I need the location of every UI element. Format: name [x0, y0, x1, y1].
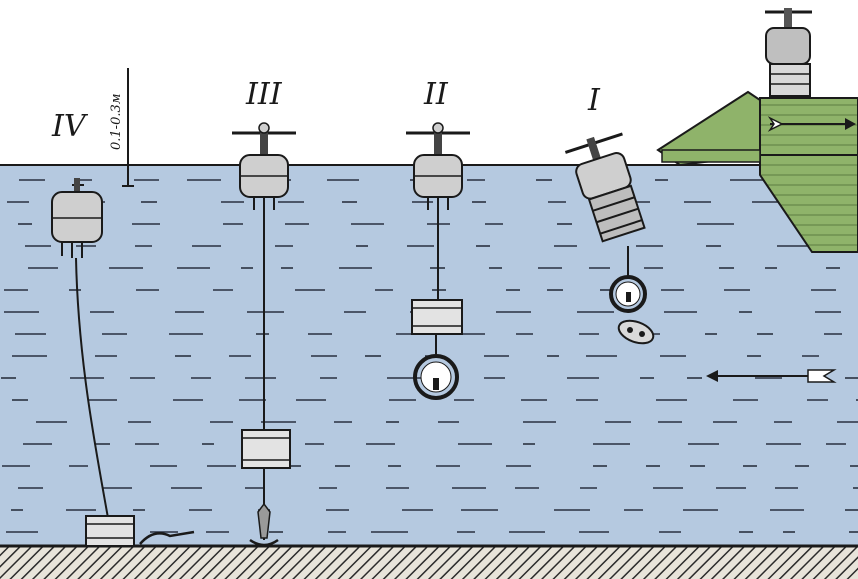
- depth-annotation: 0.1-0.3м: [109, 93, 124, 150]
- mine-stage-iv-anchor: [86, 516, 134, 546]
- mine-stage-iii-anchor: [242, 430, 290, 468]
- mine-stage-ii-anchor: [412, 300, 462, 334]
- stage-label-ii: II: [423, 77, 449, 112]
- stage-label-iv: IV: [51, 109, 89, 144]
- stage-label-i: I: [587, 83, 601, 118]
- seabed: [0, 545, 858, 579]
- stage-label-iii: III: [245, 77, 283, 112]
